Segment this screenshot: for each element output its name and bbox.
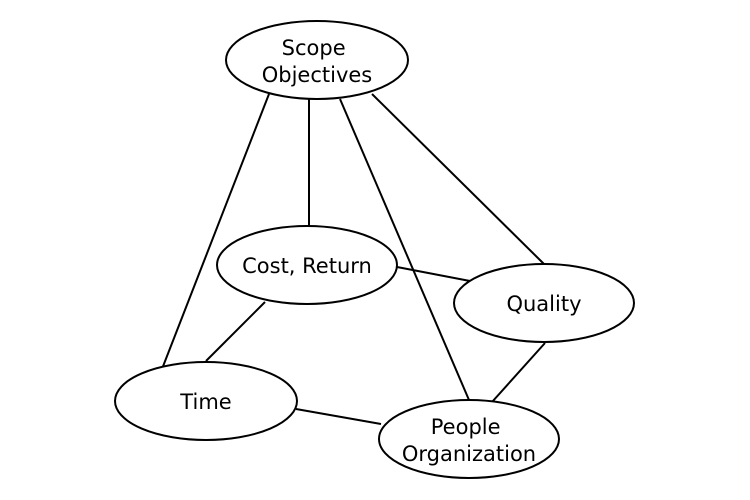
- edge-cost-quality: [396, 266, 471, 282]
- edge-time-people: [295, 408, 382, 425]
- edges: [161, 93, 546, 425]
- node-people-organization: People Organization: [378, 399, 560, 479]
- node-people-organization-line1: People: [431, 415, 501, 439]
- node-cost-return-label: Cost, Return: [242, 254, 372, 278]
- node-people-organization-label: People Organization: [402, 415, 536, 466]
- node-scope-objectives-line1: Scope: [282, 36, 346, 60]
- node-scope-objectives-line2: Objectives: [262, 63, 373, 87]
- node-cost-return: Cost, Return: [216, 225, 398, 305]
- node-time-label: Time: [179, 390, 231, 414]
- node-cost-return-ellipse: [216, 225, 398, 305]
- node-scope-objectives-label: Scope Objectives: [262, 36, 373, 87]
- node-time: Time: [114, 361, 298, 441]
- node-time-ellipse: [114, 361, 298, 441]
- node-quality-ellipse: [453, 263, 635, 343]
- node-scope-objectives: Scope Objectives: [225, 20, 409, 100]
- edge-scope-quality: [371, 93, 546, 266]
- edge-scope-time: [161, 93, 270, 370]
- node-people-organization-ellipse: [378, 399, 560, 479]
- node-scope-objectives-ellipse: [225, 20, 409, 100]
- edge-quality-people: [491, 342, 546, 403]
- node-people-organization-line2: Organization: [402, 442, 536, 466]
- node-quality: Quality: [453, 263, 635, 343]
- node-quality-label: Quality: [506, 292, 581, 316]
- edge-scope-people: [339, 98, 470, 401]
- edge-cost-time: [205, 301, 266, 362]
